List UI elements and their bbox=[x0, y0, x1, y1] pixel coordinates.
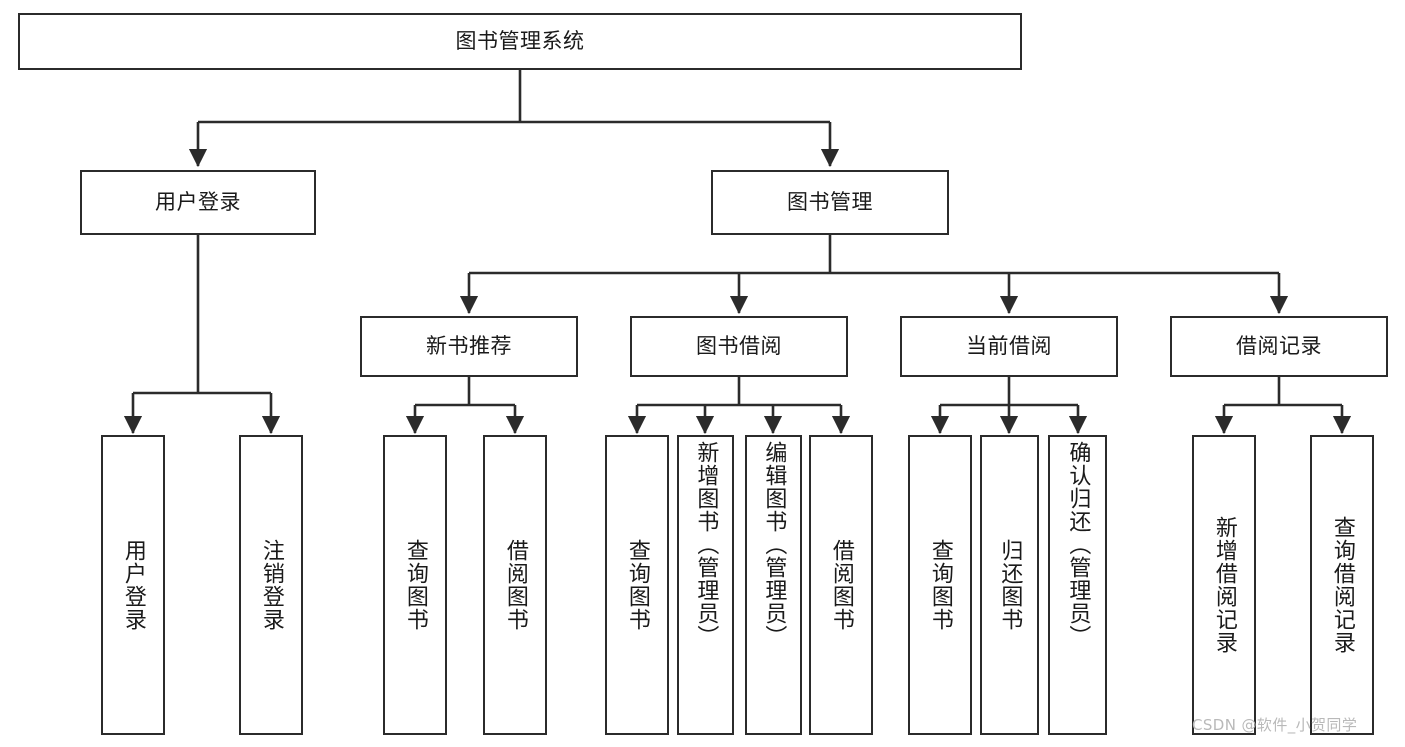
node-book-borrow[interactable]: 图书借阅 bbox=[630, 316, 848, 377]
leaf-current-return-book[interactable]: 归还图书 bbox=[980, 435, 1039, 735]
node-label: 查询图书 bbox=[402, 539, 428, 631]
leaf-user-login-logout[interactable]: 注销登录 bbox=[239, 435, 303, 735]
node-label: 图书管理 bbox=[787, 189, 873, 214]
leaf-recommend-borrow-book[interactable]: 借阅图书 bbox=[483, 435, 547, 735]
leaf-borrow-query-book[interactable]: 查询图书 bbox=[605, 435, 669, 735]
node-new-book-recommend[interactable]: 新书推荐 bbox=[360, 316, 578, 377]
node-label: 归还图书 bbox=[997, 539, 1023, 631]
node-label: 借阅记录 bbox=[1236, 333, 1322, 358]
node-label: 编辑图书（管理员） bbox=[761, 441, 787, 648]
node-label: 新增图书（管理员） bbox=[693, 441, 719, 648]
leaf-record-query-record[interactable]: 查询借阅记录 bbox=[1310, 435, 1374, 735]
node-label: 新书推荐 bbox=[426, 333, 512, 358]
node-label: 图书借阅 bbox=[696, 333, 782, 358]
leaf-current-confirm-return-admin[interactable]: 确认归还（管理员） bbox=[1048, 435, 1107, 735]
node-label: 确认归还（管理员） bbox=[1065, 441, 1091, 648]
node-label: 图书管理系统 bbox=[455, 28, 585, 53]
node-user-login[interactable]: 用户登录 bbox=[80, 170, 316, 235]
leaf-current-query-book[interactable]: 查询图书 bbox=[908, 435, 972, 735]
node-label: 用户登录 bbox=[120, 539, 146, 631]
node-root-book-management-system[interactable]: 图书管理系统 bbox=[18, 13, 1022, 70]
node-label: 查询借阅记录 bbox=[1329, 516, 1355, 654]
leaf-recommend-query-book[interactable]: 查询图书 bbox=[383, 435, 447, 735]
leaf-borrow-add-book-admin[interactable]: 新增图书（管理员） bbox=[677, 435, 734, 735]
csdn-watermark: CSDN @软件_小贺同学 bbox=[1192, 716, 1358, 734]
node-label: 查询图书 bbox=[624, 539, 650, 631]
node-label: 新增借阅记录 bbox=[1211, 516, 1237, 654]
node-label: 用户登录 bbox=[155, 189, 241, 214]
node-current-borrow[interactable]: 当前借阅 bbox=[900, 316, 1118, 377]
node-book-management[interactable]: 图书管理 bbox=[711, 170, 949, 235]
leaf-record-add-record[interactable]: 新增借阅记录 bbox=[1192, 435, 1256, 735]
node-label: 查询图书 bbox=[927, 539, 953, 631]
leaf-borrow-edit-book-admin[interactable]: 编辑图书（管理员） bbox=[745, 435, 802, 735]
leaf-borrow-borrow-book[interactable]: 借阅图书 bbox=[809, 435, 873, 735]
node-label: 借阅图书 bbox=[828, 539, 854, 631]
leaf-user-login-login[interactable]: 用户登录 bbox=[101, 435, 165, 735]
node-label: 当前借阅 bbox=[966, 333, 1052, 358]
node-label: 注销登录 bbox=[258, 539, 284, 631]
node-label: 借阅图书 bbox=[502, 539, 528, 631]
node-borrow-record[interactable]: 借阅记录 bbox=[1170, 316, 1388, 377]
